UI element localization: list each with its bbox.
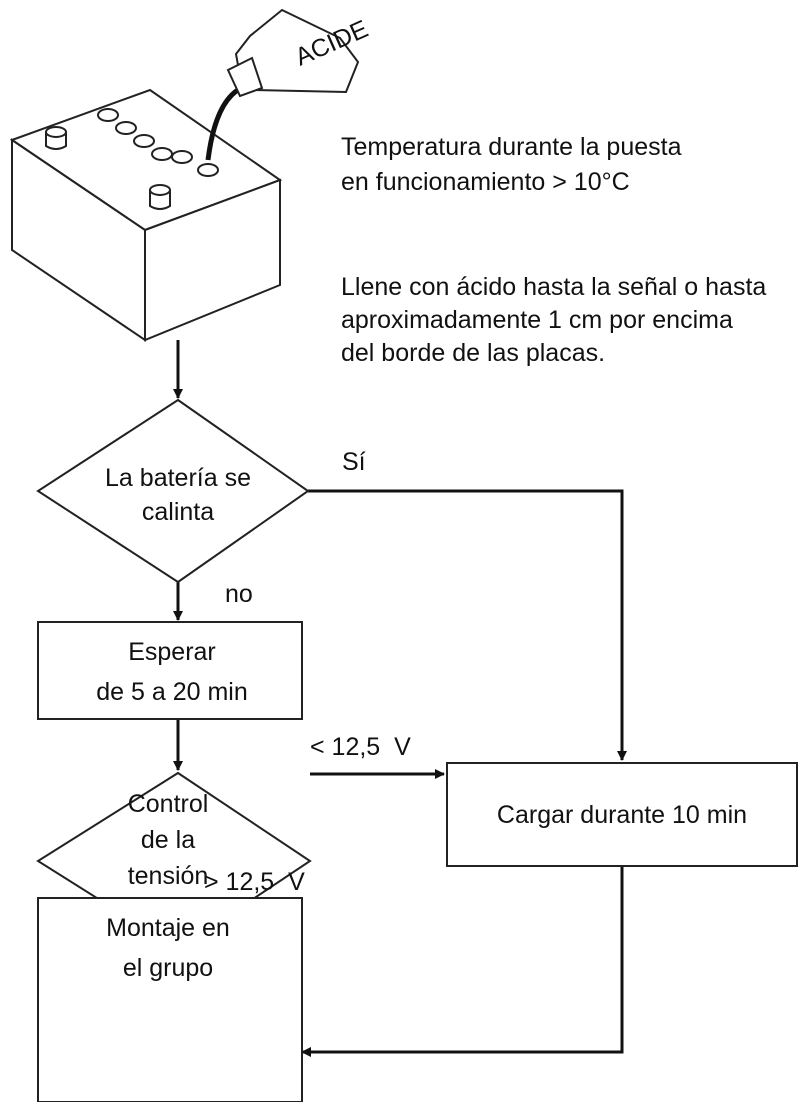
edge-label-low-voltage: < 12,5 V [310, 733, 411, 761]
process-mount-line-1: Montaje en [106, 914, 230, 942]
temperature-note-line-1: Temperatura durante la puesta [341, 133, 682, 161]
arrow-charge-to-mount [301, 866, 624, 1057]
arrow-heat-yes-to-charge [308, 489, 627, 761]
process-charge: Cargar durante 10 min [446, 762, 798, 867]
process-mount-line-2: el grupo [123, 954, 213, 982]
decision-voltage-check-line-1: Control [128, 790, 209, 818]
temperature-note: Temperatura durante la puesta en funcion… [341, 133, 682, 196]
acid-bottle: ACIDE [226, 8, 372, 98]
edge-label-no: no [225, 580, 253, 608]
battery-illustration: ACIDE [9, 8, 372, 342]
edge-label-high-voltage: > 12,5 V [204, 868, 305, 896]
decision-voltage-check-line-3: tensión [128, 862, 209, 890]
temperature-note-line-2: en funcionamiento > 10°C [341, 168, 630, 196]
decision-battery-heats: La batería se calinta [36, 398, 310, 584]
process-wait: Esperar de 5 a 20 min [37, 621, 303, 720]
process-wait-line-1: Esperar [128, 638, 216, 666]
fill-note-line-1: Llene con ácido hasta la señal o hasta [341, 273, 766, 301]
battery-right-face [144, 178, 281, 342]
process-wait-line-2: de 5 a 20 min [96, 678, 248, 706]
process-charge-line-1: Cargar durante 10 min [497, 801, 747, 829]
battery-terminal-left [45, 126, 67, 150]
process-mount: Montaje en el grupo [37, 897, 303, 1102]
decision-battery-heats-line-1: La batería se [105, 464, 251, 492]
decision-battery-heats-line-2: calinta [142, 498, 214, 526]
cell-caps [97, 108, 219, 177]
battery-terminal-right [149, 184, 171, 210]
fill-note-line-3: del borde de las placas. [341, 339, 605, 367]
edge-label-yes: Sí [342, 448, 366, 476]
fill-note: Llene con ácido hasta la señal o hasta a… [341, 273, 766, 367]
decision-voltage-check-line-2: de la [141, 826, 195, 854]
fill-note-line-2: aproximadamente 1 cm por encima [341, 306, 733, 334]
